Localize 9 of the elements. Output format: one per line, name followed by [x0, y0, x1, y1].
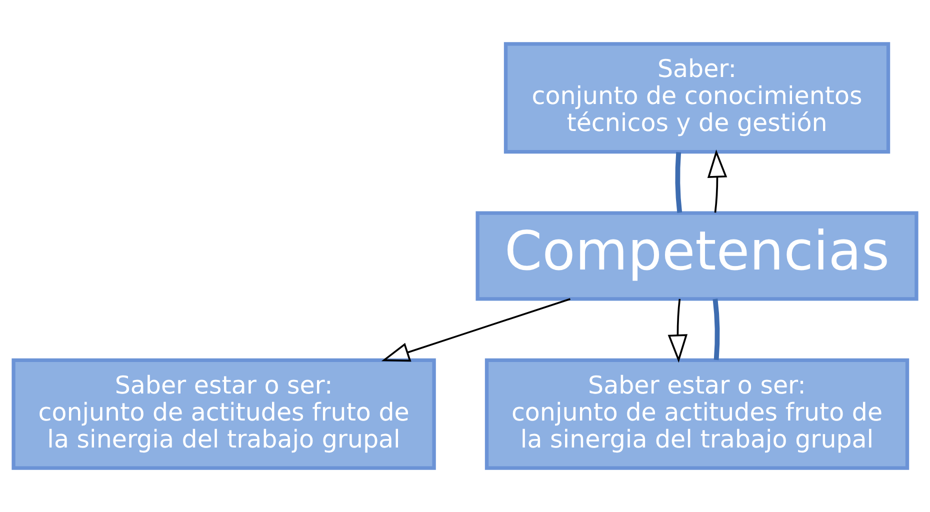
arrow: [381, 298, 570, 362]
arrow: [707, 149, 728, 213]
node-box: Saber estar o ser: conjunto de actitudes fruto de la sinergia del trabajo grupal: [484, 358, 910, 470]
node-box: Saber: conjunto de conocimientos técnicos y de gestión: [504, 42, 890, 154]
node-box: Competencias: [476, 211, 918, 301]
node-box: Saber estar o ser: conjunto de actitudes fruto de la sinergia del trabajo grupal: [12, 358, 436, 470]
connector: [712, 298, 720, 360]
arrow: [668, 298, 688, 363]
connector: [675, 152, 682, 213]
